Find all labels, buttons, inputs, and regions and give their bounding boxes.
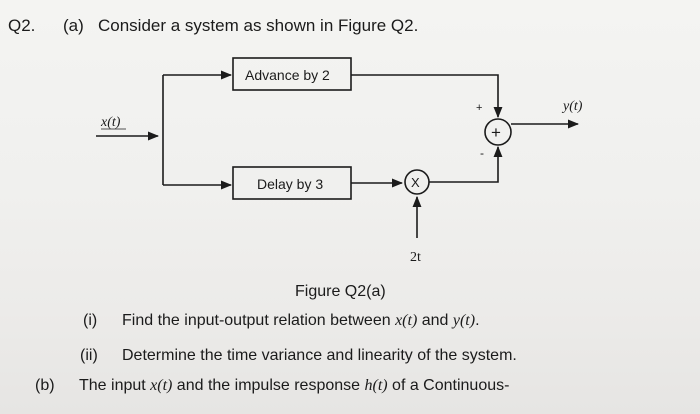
part-a-label: (a) xyxy=(63,16,84,35)
adder-bottom-sign: - xyxy=(480,146,484,160)
multiplier-output-arrow xyxy=(429,145,503,183)
block-diagram: Advance by 2 Delay by 3 X + + - 2t x(t) … xyxy=(96,57,583,265)
multiplier-input-label: 2t xyxy=(410,250,421,265)
item-ii-label: (ii) xyxy=(80,347,98,364)
adder-top-sign: + xyxy=(476,102,482,114)
part-a-text: Consider a system as shown in Figure Q2. xyxy=(98,16,419,35)
adder-circle xyxy=(484,118,512,146)
advance-block-label: Advance by 2 xyxy=(245,67,330,83)
item-i-label: (i) xyxy=(83,312,98,329)
part-b-text: The input x(t) and the impulse response … xyxy=(79,377,510,394)
item-i-text: Find the input-output relation between x… xyxy=(122,312,480,329)
question-number: Q2. xyxy=(8,16,36,35)
input-signal-label: x(t) xyxy=(100,115,121,130)
delay-block-label: Delay by 3 xyxy=(257,176,323,192)
output-signal-label: y(t) xyxy=(561,99,583,114)
advance-output-arrow xyxy=(351,74,503,119)
adder-symbol: + xyxy=(491,123,501,142)
multiplier-symbol: X xyxy=(411,175,420,190)
figure-caption: Figure Q2(a) xyxy=(295,283,386,300)
advance-block xyxy=(232,57,352,91)
part-b-label: (b) xyxy=(35,377,55,394)
item-ii-text: Determine the time variance and linearit… xyxy=(122,347,517,364)
